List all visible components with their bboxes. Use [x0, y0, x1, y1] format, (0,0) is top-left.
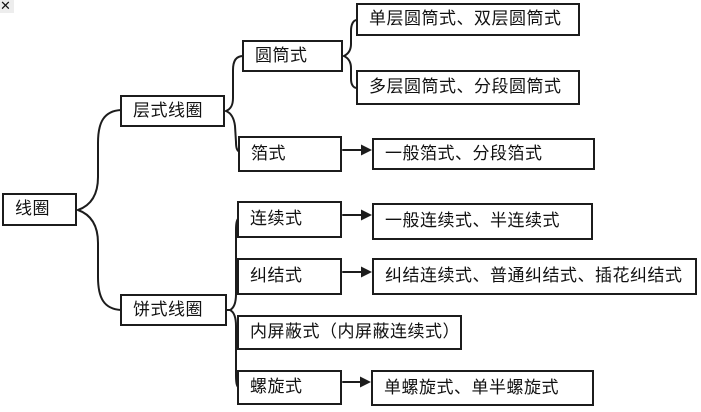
arrow-foil-head [361, 144, 372, 156]
arrow-interleaved-head [361, 266, 372, 278]
close-icon: ✕ [0, 0, 14, 13]
node-inner-shielded: 内屏蔽式（内屏蔽连续式） [237, 315, 462, 350]
node-layer-coil: 层式线圈 [120, 95, 225, 127]
brace-layer-upper [225, 55, 244, 112]
node-helical-types: 单螺旋式、单半螺旋式 [371, 370, 594, 406]
close-icon-glyph: ✕ [0, 0, 11, 13]
arrow-helical-head [360, 376, 371, 388]
node-helical: 螺旋式 [237, 370, 342, 405]
node-cylindrical: 圆筒式 [242, 40, 343, 72]
node-interleaved: 纠结式 [237, 258, 342, 295]
node-coil: 线圈 [2, 193, 77, 226]
node-continuous: 连续式 [237, 201, 342, 238]
node-pancake-coil: 饼式线圈 [120, 294, 227, 326]
node-foil: 箔式 [238, 136, 342, 172]
brace-coil-upper [77, 109, 122, 211]
node-foil-types: 一般箔式、分段箔式 [372, 138, 595, 170]
arrow-continuous-head [361, 209, 372, 221]
node-cylindrical-single-double: 单层圆筒式、双层圆筒式 [356, 3, 580, 36]
node-interleaved-types: 纠结连续式、普通纠结式、插花纠结式 [372, 258, 697, 295]
node-continuous-types: 一般连续式、半连续式 [372, 203, 593, 240]
node-cylindrical-multi-segment: 多层圆筒式、分段圆筒式 [356, 70, 580, 105]
brace-coil-lower [77, 209, 122, 311]
